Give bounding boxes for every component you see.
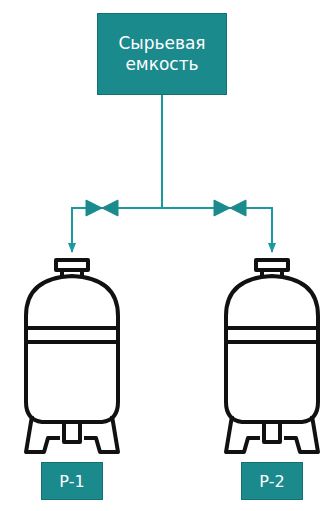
feed-line xyxy=(162,95,272,252)
tank-box: Сырьевая емкость xyxy=(97,13,227,95)
reactor-vessel xyxy=(220,252,324,462)
valve-symbol xyxy=(86,200,118,216)
reactor-label: Р-1 xyxy=(59,472,85,491)
reactor-node: Р-1 xyxy=(20,252,124,504)
feed-line xyxy=(72,95,162,252)
valve-symbol xyxy=(214,200,246,216)
reactor-node: Р-2 xyxy=(220,252,324,504)
reactor-label: Р-2 xyxy=(259,472,285,491)
reactor-tag: Р-1 xyxy=(41,462,103,500)
reactor-vessel xyxy=(20,252,124,462)
reactor-tag: Р-2 xyxy=(241,462,303,500)
tank-label: Сырьевая емкость xyxy=(106,33,218,76)
